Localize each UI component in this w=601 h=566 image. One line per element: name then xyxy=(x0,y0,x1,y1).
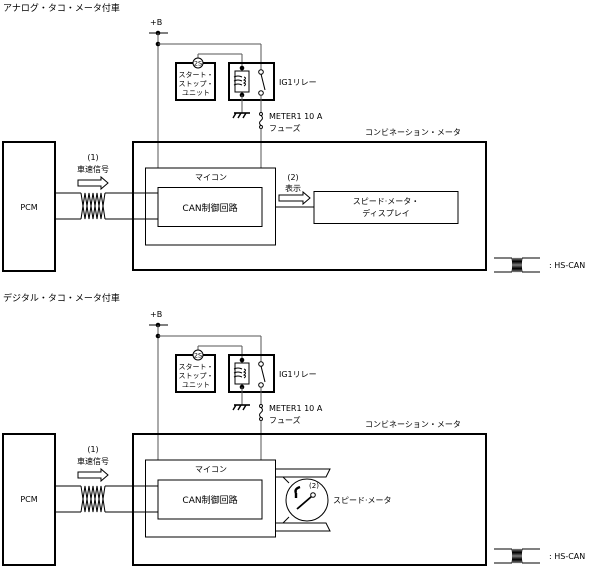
ground-icon xyxy=(232,404,250,411)
relay-label: IG1リレー xyxy=(279,78,317,87)
hs-can-legend-icon xyxy=(494,257,540,273)
microcomputer-label: マイコン xyxy=(195,173,227,182)
fuse-label: METER1 10 A xyxy=(269,404,323,413)
speedometer-gauge xyxy=(275,468,331,532)
twisted-pair-icon xyxy=(55,192,158,220)
pcm-label: PCM xyxy=(20,203,37,212)
relay-switch-icon xyxy=(258,361,266,388)
connector-icon xyxy=(192,349,204,361)
pcm-box xyxy=(2,141,56,272)
fuse-label: フューズ xyxy=(269,415,301,425)
power-label: +B xyxy=(150,310,162,319)
connector-label: 2S xyxy=(194,352,202,360)
meter-label: コンビネーション・メータ xyxy=(365,128,461,137)
arrow-right-icon xyxy=(278,190,311,206)
relay-coil-icon xyxy=(233,65,250,98)
signal1-number: (1) xyxy=(87,153,98,162)
fuse-icon xyxy=(259,112,263,129)
start-stop-unit-label: ストップ・ xyxy=(179,372,214,380)
signal2-number: (2) xyxy=(287,173,298,182)
legend-label: : HS-CAN xyxy=(549,261,585,270)
arrow-right-icon xyxy=(77,175,109,191)
fuse-label: METER1 10 A xyxy=(269,112,323,121)
start-stop-unit-label: ストップ・ xyxy=(179,80,214,88)
signal1-label: 車速信号 xyxy=(77,164,109,174)
display-label: スピード·メータ・ xyxy=(353,197,420,206)
rotation-arrow-icon xyxy=(294,485,301,494)
diagram-analog: アナログ・タコ・メータ付車 +B 2S スタート・ ストップ・ ユニット xyxy=(2,2,585,273)
diagram-digital: デジタル・タコ・メータ付車 +B 2S スタート・ ストップ・ ユニット xyxy=(2,292,585,566)
pcm-label: PCM xyxy=(20,495,37,504)
pcm-box xyxy=(2,433,56,566)
arrow-right-icon xyxy=(77,467,109,483)
signal1-number: (1) xyxy=(87,445,98,454)
connector-label: 2S xyxy=(194,60,202,68)
legend-label: : HS-CAN xyxy=(549,552,585,561)
diagram-title: アナログ・タコ・メータ付車 xyxy=(3,2,120,14)
relay-coil-icon xyxy=(233,357,250,390)
combination-meter-box xyxy=(132,433,487,566)
diagram-title: デジタル・タコ・メータ付車 xyxy=(3,292,120,304)
start-stop-unit-label: ユニット xyxy=(182,381,210,389)
twisted-pair-icon xyxy=(55,485,158,513)
relay-label: IG1リレー xyxy=(279,370,317,379)
ground-icon xyxy=(232,112,250,119)
hs-can-legend-icon xyxy=(494,548,540,564)
start-stop-unit-label: ユニット xyxy=(182,89,210,97)
can-control-label: CAN制御回路 xyxy=(182,202,237,214)
microcomputer-box xyxy=(145,459,276,538)
can-control-label: CAN制御回路 xyxy=(182,494,237,506)
connector-icon xyxy=(192,57,204,69)
relay-box xyxy=(228,62,275,101)
start-stop-unit-label: スタート・ xyxy=(179,70,214,79)
fuse-label: フューズ xyxy=(269,123,301,133)
start-stop-unit-label: スタート・ xyxy=(179,362,214,371)
gauge-needle-icon xyxy=(296,495,313,510)
speedometer-display-box xyxy=(313,191,459,224)
fuse-icon xyxy=(259,404,263,421)
relay-switch-icon xyxy=(258,69,266,96)
microcomputer-label: マイコン xyxy=(195,465,227,474)
display-label: ディスプレイ xyxy=(362,208,409,218)
signal1-label: 車速信号 xyxy=(77,456,109,466)
signal2-number: (2) xyxy=(309,482,319,490)
can-control-box xyxy=(157,479,263,520)
combination-meter-box xyxy=(132,141,487,271)
can-control-box xyxy=(157,187,263,227)
meter-label: コンビネーション・メータ xyxy=(365,420,461,429)
relay-box xyxy=(228,354,275,393)
display-label: スピード·メータ xyxy=(333,496,392,505)
power-label: +B xyxy=(150,18,162,27)
signal2-label: 表示 xyxy=(285,183,301,193)
